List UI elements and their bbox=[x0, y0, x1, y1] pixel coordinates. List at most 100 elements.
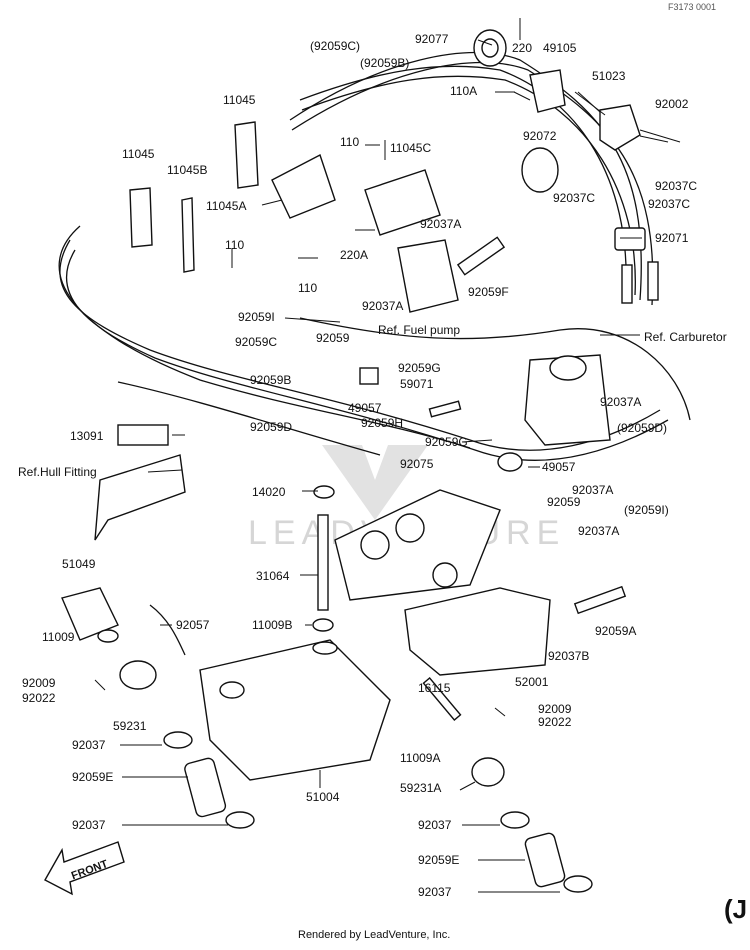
corner-mark: (J bbox=[724, 894, 747, 924]
part-92059A-hose bbox=[573, 585, 627, 615]
label-59071: 59071 bbox=[400, 377, 434, 391]
label-92059-low: 92059 bbox=[547, 495, 581, 509]
label-92059d-mid: 92059D bbox=[250, 420, 292, 434]
part-92059E-hose-right bbox=[524, 832, 566, 888]
part-11045-clip-left bbox=[129, 187, 153, 248]
label-92059g-2: 92059G bbox=[425, 435, 468, 449]
figure-code: F3173 0001 bbox=[668, 2, 716, 12]
part-52001-fuel-tank bbox=[404, 587, 551, 676]
small-bolts bbox=[94, 18, 521, 717]
carburetor bbox=[524, 354, 611, 446]
label-92037c-2: 92037C bbox=[553, 191, 595, 205]
label-92059-mid: 92059 bbox=[316, 331, 350, 345]
label-92059b-mid: 92059B bbox=[250, 373, 291, 387]
label-92022-right: 92022 bbox=[538, 715, 572, 729]
part-92075-plate bbox=[334, 489, 501, 601]
part-11045C-bracket bbox=[364, 169, 441, 236]
label-92059a: 92059A bbox=[595, 624, 636, 638]
label-92037-left-1: 92037 bbox=[72, 738, 106, 752]
part-31064-pickup bbox=[317, 514, 329, 611]
front-arrow-icon: FRONT bbox=[44, 841, 125, 896]
label-92059e-right: 92059E bbox=[418, 853, 459, 867]
label-49057-1: 49057 bbox=[348, 401, 382, 415]
part-13091-clamp bbox=[117, 424, 169, 446]
part-92037-clamp-left bbox=[163, 731, 255, 829]
label-92059b-top: (92059B) bbox=[360, 56, 409, 70]
label-92009-left: 92009 bbox=[22, 676, 56, 690]
part-92037-clamp-right bbox=[500, 811, 593, 893]
label-11045b: 11045B bbox=[167, 163, 207, 177]
label-92037c-3: 92037C bbox=[648, 197, 690, 211]
label-51049: 51049 bbox=[62, 557, 96, 571]
part-59231A-fitting bbox=[471, 757, 505, 787]
label-92059c-mid: 92059C bbox=[235, 335, 277, 349]
label-11045-top: 11045 bbox=[223, 93, 256, 107]
part-hull-fitting bbox=[94, 454, 186, 541]
label-11009: 11009 bbox=[42, 630, 75, 644]
fuel-pump bbox=[397, 239, 459, 313]
leader-lines bbox=[120, 39, 669, 893]
label-92009-right: 92009 bbox=[538, 702, 572, 716]
part-11045A-bracket bbox=[271, 154, 336, 219]
part-11045-clip-top bbox=[234, 121, 259, 189]
label-92037a-3: 92037A bbox=[600, 395, 641, 409]
part-59071-fitting bbox=[428, 400, 462, 418]
part-59231-fitting bbox=[119, 660, 157, 690]
label-92037-right-1: 92037 bbox=[418, 818, 452, 832]
label-92059i: 92059I bbox=[238, 310, 275, 324]
part-51004-fuel-tank bbox=[199, 639, 391, 781]
part-92077-cap bbox=[473, 29, 507, 67]
label-92059i-right: (92059I) bbox=[624, 503, 669, 517]
part-14020-nut bbox=[313, 485, 335, 499]
upper-hoses bbox=[58, 51, 691, 461]
part-11009B-gasket bbox=[312, 618, 334, 632]
label-31064: 31064 bbox=[256, 569, 290, 583]
label-11009a: 11009A bbox=[400, 751, 440, 765]
part-labels: (92059C) (92059B) 92077 220 49105 51023 … bbox=[18, 32, 727, 899]
label-92037-left-2: 92037 bbox=[72, 818, 106, 832]
label-51023: 51023 bbox=[592, 69, 626, 83]
part-49057-filter-1 bbox=[359, 367, 379, 385]
label-11045a: 11045A bbox=[206, 199, 246, 213]
label-11045-left: 11045 bbox=[122, 147, 155, 161]
footer-credit: Rendered by LeadVenture, Inc. bbox=[298, 929, 450, 941]
label-92072: 92072 bbox=[523, 129, 557, 143]
label-110-left: 110 bbox=[225, 238, 244, 252]
label-92075: 92075 bbox=[400, 457, 434, 471]
label-110a: 110A bbox=[450, 84, 477, 98]
label-92071: 92071 bbox=[655, 231, 689, 245]
label-ref-fuel-pump: Ref. Fuel pump bbox=[378, 323, 460, 337]
part-92059F-hose bbox=[456, 236, 506, 276]
label-13091: 13091 bbox=[70, 429, 104, 443]
label-11045c: 11045C bbox=[390, 141, 431, 155]
label-92037a-2: 92037A bbox=[362, 299, 403, 313]
part-11045B-clip bbox=[181, 197, 195, 273]
part-92071-tee bbox=[614, 227, 659, 304]
label-92037c-1: 92037C bbox=[655, 179, 697, 193]
label-92059h: 92059H bbox=[361, 416, 403, 430]
part-51023-valve bbox=[574, 91, 681, 151]
label-59231: 59231 bbox=[113, 719, 147, 733]
label-110-bot: 110 bbox=[298, 281, 317, 295]
label-ref-carburetor: Ref. Carburetor bbox=[644, 330, 727, 344]
part-92057-strap bbox=[149, 604, 186, 656]
label-92059f: 92059F bbox=[468, 285, 509, 299]
label-11009b: 11009B bbox=[252, 618, 292, 632]
label-92037a-1: 92037A bbox=[420, 217, 461, 231]
label-ref-hull-fitting: Ref.Hull Fitting bbox=[18, 465, 97, 479]
part-49057-filter-2 bbox=[497, 452, 523, 472]
label-92002: 92002 bbox=[655, 97, 689, 111]
label-110-mid: 110 bbox=[340, 135, 359, 149]
label-92037a-5: 92037A bbox=[578, 524, 619, 538]
label-92022-left: 92022 bbox=[22, 691, 56, 705]
part-92059E-hose-left bbox=[184, 757, 227, 818]
part-92072-clamp bbox=[521, 147, 559, 193]
label-92037a-4: 92037A bbox=[572, 483, 613, 497]
part-49105-bracket bbox=[529, 69, 566, 113]
label-16115: 16115 bbox=[418, 681, 451, 695]
label-51004: 51004 bbox=[306, 790, 340, 804]
label-49057-2: 49057 bbox=[542, 460, 576, 474]
part-51049-cap bbox=[61, 587, 119, 641]
